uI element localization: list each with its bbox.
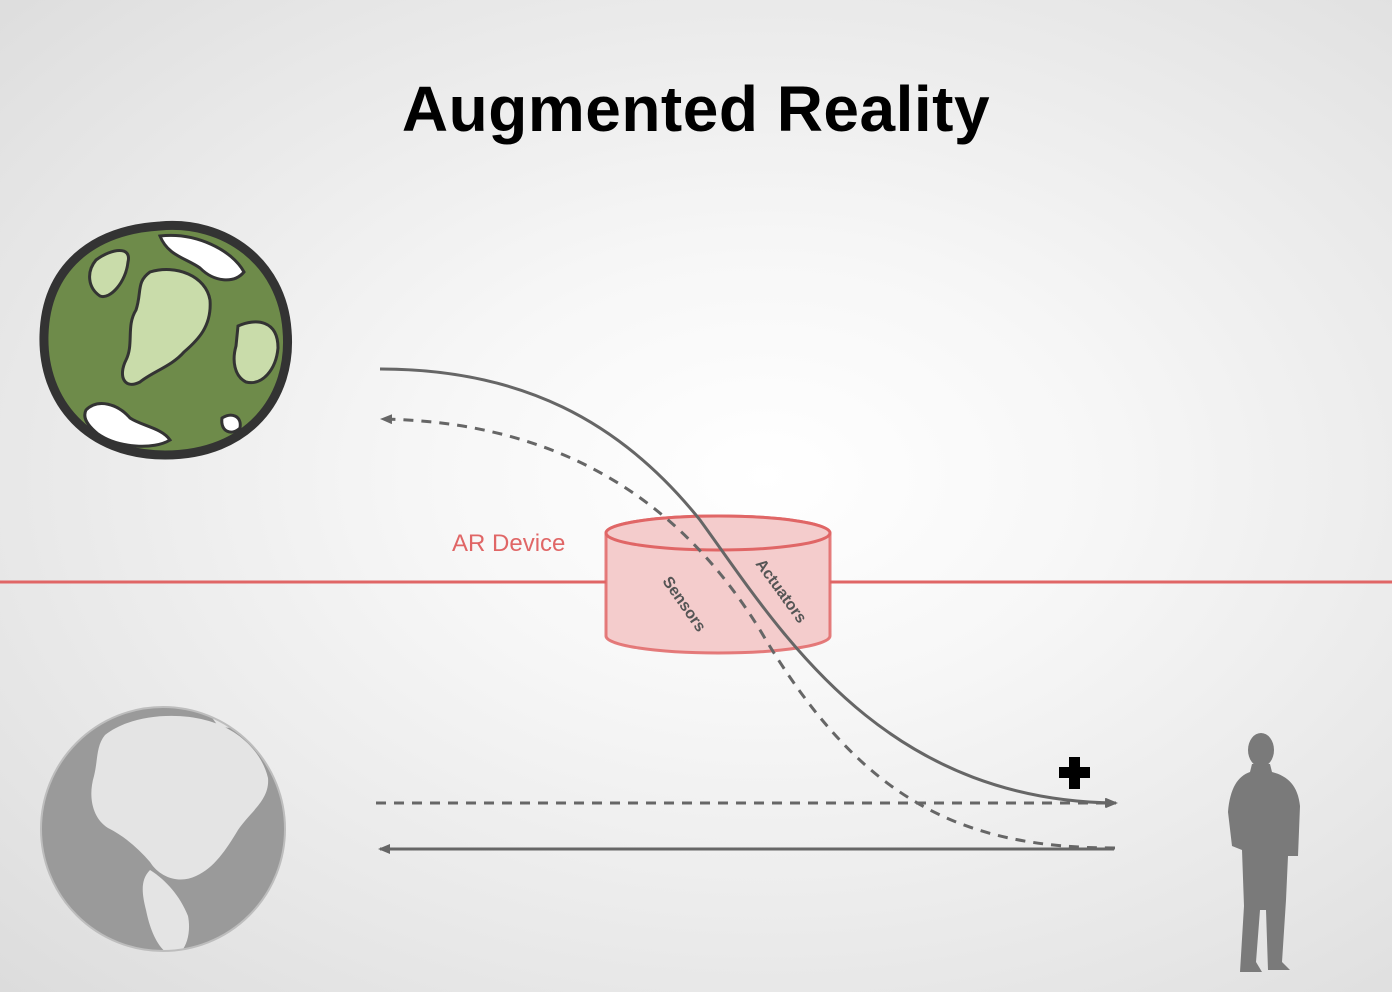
page-title: Augmented Reality <box>401 73 991 145</box>
plus-icon <box>1059 757 1090 789</box>
globe-photo-icon <box>40 706 286 952</box>
sensor-input-curve <box>380 414 1116 850</box>
virtual-output-curve <box>379 367 1117 808</box>
ar-device-cylinder <box>604 514 832 655</box>
cartoon-globe-icon <box>39 220 293 460</box>
person-silhouette-icon <box>1228 733 1300 972</box>
ar-device-label: AR Device <box>452 530 566 557</box>
